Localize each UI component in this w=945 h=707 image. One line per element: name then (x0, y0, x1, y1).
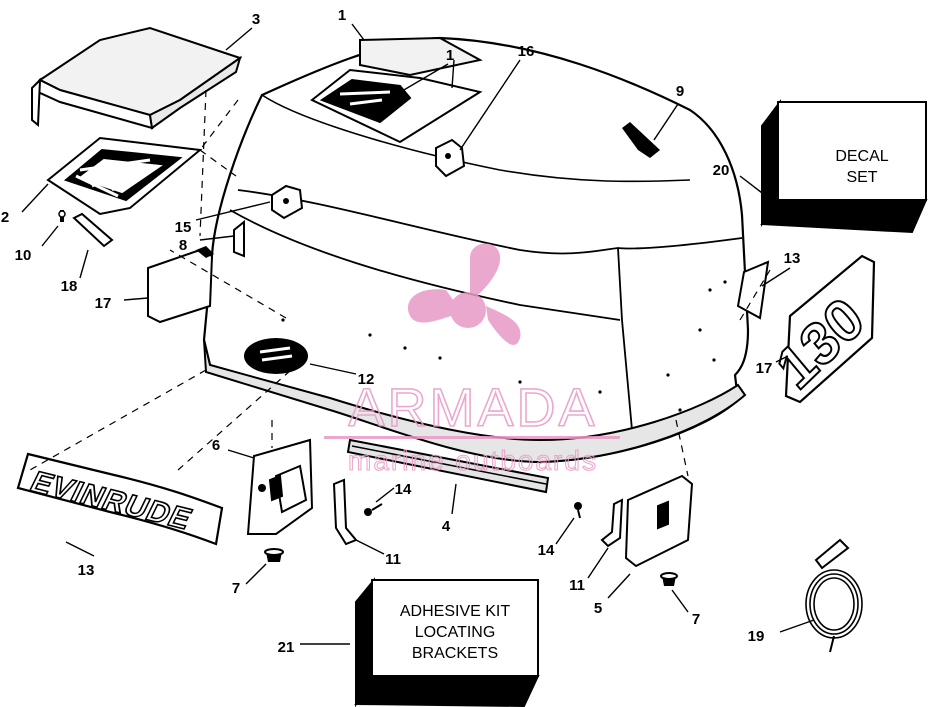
callout-6: 6 (212, 437, 220, 454)
callout-5: 5 (594, 600, 602, 617)
callout-2: 2 (1, 209, 9, 226)
air-intake-grille (310, 36, 483, 144)
clip-part-11-left (332, 478, 358, 546)
screw-part-14-right (574, 502, 582, 519)
watermark-brand: ARMADA (348, 378, 597, 438)
cable-part-19 (805, 538, 863, 653)
callout-18: 18 (61, 278, 78, 295)
grille-frame-part (46, 136, 203, 216)
explosion-guide-lines (29, 89, 771, 477)
callout-11: 11 (385, 551, 401, 568)
adhesive-kit-box (354, 577, 540, 707)
pad-part-18 (72, 212, 114, 248)
leader-lines (21, 23, 815, 645)
callout-17: 17 (95, 295, 112, 312)
emblem-part-12 (244, 338, 308, 374)
callout-numbers: 1123456778910111112131314141516171718192… (1, 7, 801, 656)
armada-watermark: ARMADA marine outboards (324, 243, 620, 477)
callout-16: 16 (518, 43, 535, 60)
callout-7: 7 (232, 580, 240, 597)
callout-4: 4 (442, 518, 451, 535)
callout-1: 1 (338, 7, 346, 24)
callout-3: 3 (252, 11, 260, 28)
adhesive-box-line3: BRACKETS (412, 645, 498, 662)
decal-set-box (760, 99, 928, 234)
plate-part-17-left (147, 248, 214, 324)
screw-part-14-left (364, 503, 383, 516)
mount-bracket-part-6 (246, 438, 314, 535)
callout-21: 21 (278, 639, 295, 656)
callout-19: 19 (748, 628, 765, 645)
callout-20: 20 (713, 162, 730, 179)
mount-plate-part-5 (624, 474, 694, 568)
callout-11: 11 (569, 577, 585, 594)
callout-12: 12 (358, 371, 375, 388)
callout-10: 10 (15, 247, 32, 264)
grommet-part-7-left (264, 548, 284, 562)
bracket-part-13-right (736, 260, 770, 320)
callout-13: 13 (78, 562, 95, 579)
adhesive-box-line1: ADHESIVE KIT (400, 603, 510, 620)
callout-8: 8 (179, 237, 187, 254)
callout-17: 17 (756, 360, 773, 377)
screw-part-10 (58, 210, 66, 222)
callout-14: 14 (538, 542, 555, 559)
callout-7: 7 (692, 611, 700, 628)
seal-strip-part-4 (346, 438, 550, 494)
grommet-part-7-right (660, 572, 678, 586)
clip-part-11-right (600, 498, 624, 548)
callout-9: 9 (676, 83, 684, 100)
watermark-divider (324, 436, 620, 439)
adhesive-box-line2: LOCATING (415, 624, 496, 641)
decal-box-line1: DECAL (835, 148, 888, 165)
callout-1: 1 (446, 47, 454, 64)
decal-box-line2: SET (846, 169, 877, 186)
side-clip-part-8 (233, 219, 245, 258)
watermark-tagline: marine outboards (348, 445, 598, 476)
evinrude-decal-part-13: EVINRUDE (16, 452, 224, 546)
callout-14: 14 (395, 481, 412, 498)
callout-15: 15 (175, 219, 192, 236)
callout-13: 13 (784, 250, 801, 267)
130-decal-part-17: 130 (764, 254, 877, 404)
latch-part-9 (622, 122, 660, 158)
cover-top-part (31, 26, 243, 130)
propeller-logo-icon (407, 243, 521, 345)
